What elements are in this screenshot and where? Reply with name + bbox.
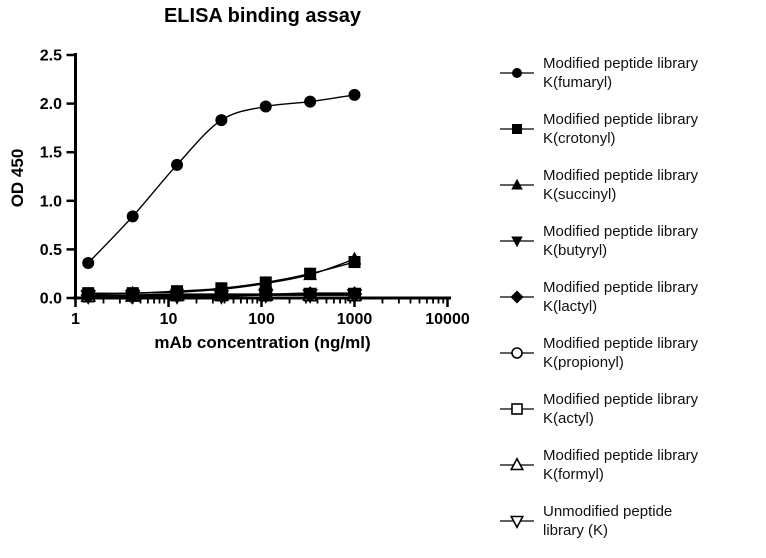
legend-label-line: Modified peptide library bbox=[543, 447, 699, 464]
legend-label-line: Modified peptide library bbox=[543, 223, 699, 240]
legend-item-lactyl: Modified peptide library K(lactyl) bbox=[499, 278, 759, 316]
legend-label-line: K(fumaryl) bbox=[543, 74, 613, 91]
filled-triangle-down-icon bbox=[500, 236, 534, 248]
legend-label-line: K(actyl) bbox=[543, 410, 594, 427]
legend: Modified peptide library K(fumaryl) Modi… bbox=[499, 54, 759, 558]
chart-title: ELISA binding assay bbox=[163, 5, 362, 27]
legend-label-line: Modified peptide library bbox=[543, 279, 699, 296]
svg-text:100: 100 bbox=[248, 311, 275, 328]
legend-item-succinyl: Modified peptide library K(succinyl) bbox=[499, 166, 759, 204]
legend-label-line: K(butyryl) bbox=[543, 242, 608, 259]
legend-label-line: K(propionyl) bbox=[543, 354, 624, 371]
legend-label-line: K(succinyl) bbox=[543, 186, 617, 203]
legend-item-actyl: Modified peptide library K(actyl) bbox=[499, 390, 759, 428]
filled-diamond-icon bbox=[500, 290, 534, 304]
open-circle-icon bbox=[500, 347, 534, 359]
filled-triangle-up-icon bbox=[500, 178, 534, 190]
legend-label-line: Modified peptide library bbox=[543, 391, 699, 408]
legend-label-line: Unmodified peptide bbox=[543, 503, 673, 520]
filled-circle-icon bbox=[500, 68, 534, 78]
svg-text:2.0: 2.0 bbox=[40, 96, 62, 113]
svg-text:1000: 1000 bbox=[337, 311, 373, 328]
legend-item-butyryl: Modified peptide library K(butyryl) bbox=[499, 222, 759, 260]
open-triangle-up-icon bbox=[500, 457, 534, 471]
legend-label-line: K(crotonyl) bbox=[543, 130, 616, 147]
svg-text:1.0: 1.0 bbox=[40, 193, 62, 210]
legend-label-line: K(formyl) bbox=[543, 466, 604, 483]
legend-label-line: Modified peptide library bbox=[543, 111, 699, 128]
svg-text:10000: 10000 bbox=[425, 311, 470, 328]
svg-text:0.5: 0.5 bbox=[40, 242, 62, 259]
svg-text:2.5: 2.5 bbox=[40, 48, 62, 65]
svg-text:10: 10 bbox=[160, 311, 178, 328]
svg-text:0.0: 0.0 bbox=[40, 291, 62, 308]
svg-text:1: 1 bbox=[71, 311, 80, 328]
legend-item-propionyl: Modified peptide library K(propionyl) bbox=[499, 334, 759, 372]
open-triangle-down-icon bbox=[500, 515, 534, 529]
legend-item-crotonyl: Modified peptide library K(crotonyl) bbox=[499, 110, 759, 148]
legend-label-line: K(lactyl) bbox=[543, 298, 598, 315]
legend-label-line: Modified peptide library bbox=[543, 335, 699, 352]
filled-square-icon bbox=[500, 124, 534, 134]
legend-item-fumaryl: Modified peptide library K(fumaryl) bbox=[499, 54, 759, 92]
legend-label-line: Modified peptide library bbox=[543, 167, 699, 184]
svg-text:1.5: 1.5 bbox=[40, 145, 62, 162]
plot-area: 0.0 0.5 1.0 1.5 2.0 2.5 1 10 100 1000 10000 bbox=[40, 48, 470, 329]
legend-item-unmodified: Unmodified peptide library (K) bbox=[499, 502, 759, 540]
legend-item-formyl: Modified peptide library K(formyl) bbox=[499, 446, 759, 484]
x-axis-label: mAb concentration (ng/ml) bbox=[154, 333, 371, 352]
legend-label-line: Modified peptide library bbox=[543, 55, 699, 72]
legend-label-line: library (K) bbox=[543, 522, 609, 539]
open-square-icon bbox=[500, 403, 534, 415]
